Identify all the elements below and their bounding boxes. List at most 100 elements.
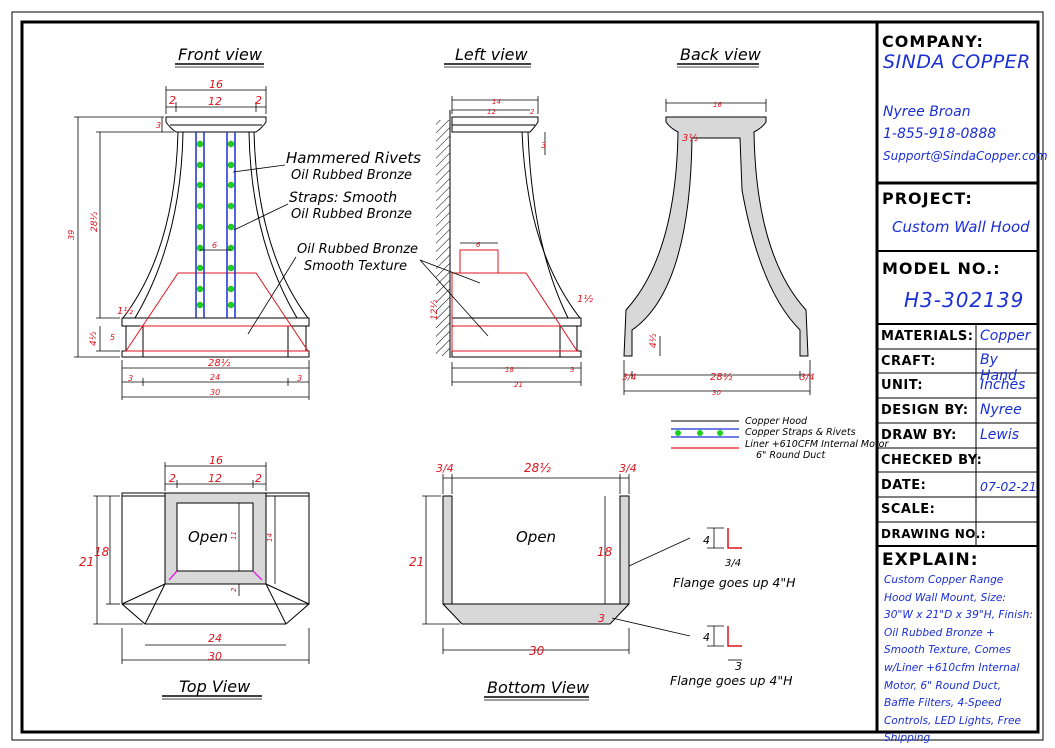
- callout-rivets-1: Hammered Rivets: [286, 149, 421, 167]
- draw-by-label: DRAW BY:: [881, 428, 957, 443]
- bottom-dimensions: [422, 474, 691, 654]
- top-view: [121, 492, 310, 625]
- date-value: 07-02-21: [980, 479, 1037, 494]
- callout-finish-1: Oil Rubbed Bronze: [297, 242, 418, 257]
- dim-label: 5: [110, 333, 115, 342]
- dim-label: 30: [210, 388, 220, 397]
- dim-label: 4: [703, 631, 710, 644]
- dim-label: 3: [541, 141, 546, 150]
- date-label: DATE:: [881, 478, 927, 493]
- dim-label: 2: [230, 587, 238, 592]
- back-view: [623, 116, 809, 357]
- dim-label: 3: [297, 374, 302, 383]
- title-block: COMPANY: SINDA COPPER Nyree Broan 1-855-…: [878, 24, 1048, 744]
- callout-rivets-2: Oil Rubbed Bronze: [291, 168, 412, 183]
- callout-straps-1: Straps: Smooth: [289, 190, 397, 206]
- craft-label: CRAFT:: [881, 354, 936, 369]
- dim-label: 12½: [430, 300, 440, 320]
- dim-label: 16: [209, 78, 223, 91]
- contact-phone: 1-855-918-0888: [883, 126, 997, 142]
- left-dimensions: [419, 96, 582, 386]
- dim-label: 18: [597, 545, 613, 559]
- dim-label: 3: [735, 660, 742, 673]
- dim-label: 3: [156, 121, 161, 130]
- dim-label: 30: [712, 389, 721, 397]
- dim-label: 12: [208, 472, 222, 485]
- dim-label: 21: [79, 555, 94, 569]
- dim-label: 28½: [710, 371, 733, 383]
- dim-label: 1½: [117, 305, 133, 317]
- dim-label: 1½: [577, 293, 593, 305]
- bottom-view-title: Bottom View: [487, 678, 590, 697]
- dim-label: 16: [209, 454, 223, 467]
- explain-label: EXPLAIN:: [882, 550, 979, 570]
- bottom-view: [442, 495, 630, 625]
- dim-label: 39: [67, 230, 76, 240]
- dim-label: 2: [255, 472, 262, 485]
- model-value: H3-302139: [904, 288, 1025, 312]
- dim-label: 2: [255, 94, 262, 107]
- dim-label: 28½: [208, 357, 231, 369]
- dim-label: 2: [169, 94, 176, 107]
- legend-straps: Copper Straps & Rivets: [745, 427, 856, 438]
- company-name: SINDA COPPER: [883, 51, 1031, 73]
- project-label: PROJECT:: [882, 189, 973, 208]
- project-value: Custom Wall Hood: [892, 218, 1030, 236]
- callout-text: Hammered Rivets Oil Rubbed Bronze Straps…: [188, 149, 796, 688]
- dim-label: 21: [409, 555, 424, 569]
- callout-straps-2: Oil Rubbed Bronze: [291, 207, 412, 222]
- dim-label: 3/4: [436, 462, 454, 475]
- dim-label: 24: [210, 373, 220, 382]
- top-dimensions: [93, 462, 310, 664]
- materials-label: MATERIALS:: [881, 329, 974, 344]
- dim-label: 14: [266, 533, 274, 542]
- dim-label: 3: [598, 612, 605, 625]
- craft-value: By Hand: [980, 352, 1017, 384]
- dim-label: 14: [492, 98, 501, 106]
- dim-label: 4½: [649, 333, 659, 348]
- dim-label: 11: [230, 531, 238, 540]
- dim-label: 30: [529, 644, 545, 658]
- legend-text: Copper Hood Copper Straps & Rivets Liner…: [745, 416, 889, 461]
- inner-border: [20, 20, 1040, 734]
- front-view-title: Front view: [178, 45, 263, 64]
- dim-label: 3/4: [622, 373, 637, 383]
- dimension-labels: 16 2 12 2 3 39 28½ 6 1½ 4½ 5 28½ 3 24 3 …: [67, 78, 815, 673]
- checked-by-label: CHECKED BY:: [881, 453, 983, 468]
- front-rivets: [196, 140, 235, 309]
- flange-note-2: Flange goes up 4"H: [670, 673, 793, 688]
- dim-label: 3/4: [619, 462, 637, 475]
- flange-details: [707, 527, 742, 661]
- outer-border: [11, 11, 1044, 741]
- callout-finish-2: Smooth Texture: [304, 259, 407, 274]
- unit-value: Inches: [980, 377, 1026, 393]
- design-by-label: DESIGN BY:: [881, 403, 969, 418]
- legend-lines: [671, 420, 739, 449]
- draw-by-value: Lewis: [980, 427, 1020, 443]
- legend-duct: 6" Round Duct: [756, 450, 826, 461]
- top-view-title: Top View: [179, 677, 251, 696]
- drawing-no-label: DRAWING NO.:: [881, 527, 987, 541]
- back-dimensions: [623, 99, 811, 395]
- dim-label: 28½: [90, 212, 100, 232]
- left-view: [436, 110, 582, 358]
- scale-label: SCALE:: [881, 502, 936, 517]
- flange-note-1: Flange goes up 4"H: [673, 575, 796, 590]
- dim-label: 6: [212, 241, 217, 250]
- dim-label: 30: [208, 650, 222, 663]
- titleblock-grid: [877, 181, 1038, 547]
- view-titles: Front view Left view Back view Top View …: [178, 45, 762, 697]
- dim-label: 21: [514, 381, 523, 389]
- dim-label: 3/4: [800, 373, 815, 383]
- dim-label: 16: [713, 101, 722, 109]
- dim-label: 2: [530, 108, 535, 116]
- dim-label: 24: [208, 632, 222, 645]
- dim-label: 18: [94, 545, 110, 559]
- dim-label: 3: [128, 374, 133, 383]
- dim-label: 6: [476, 241, 481, 249]
- contact-name: Nyree Broan: [883, 104, 971, 120]
- back-view-title: Back view: [680, 45, 762, 64]
- company-label: COMPANY:: [882, 32, 984, 51]
- view-title-underlines: [162, 63, 759, 701]
- dim-label: 12: [487, 108, 496, 116]
